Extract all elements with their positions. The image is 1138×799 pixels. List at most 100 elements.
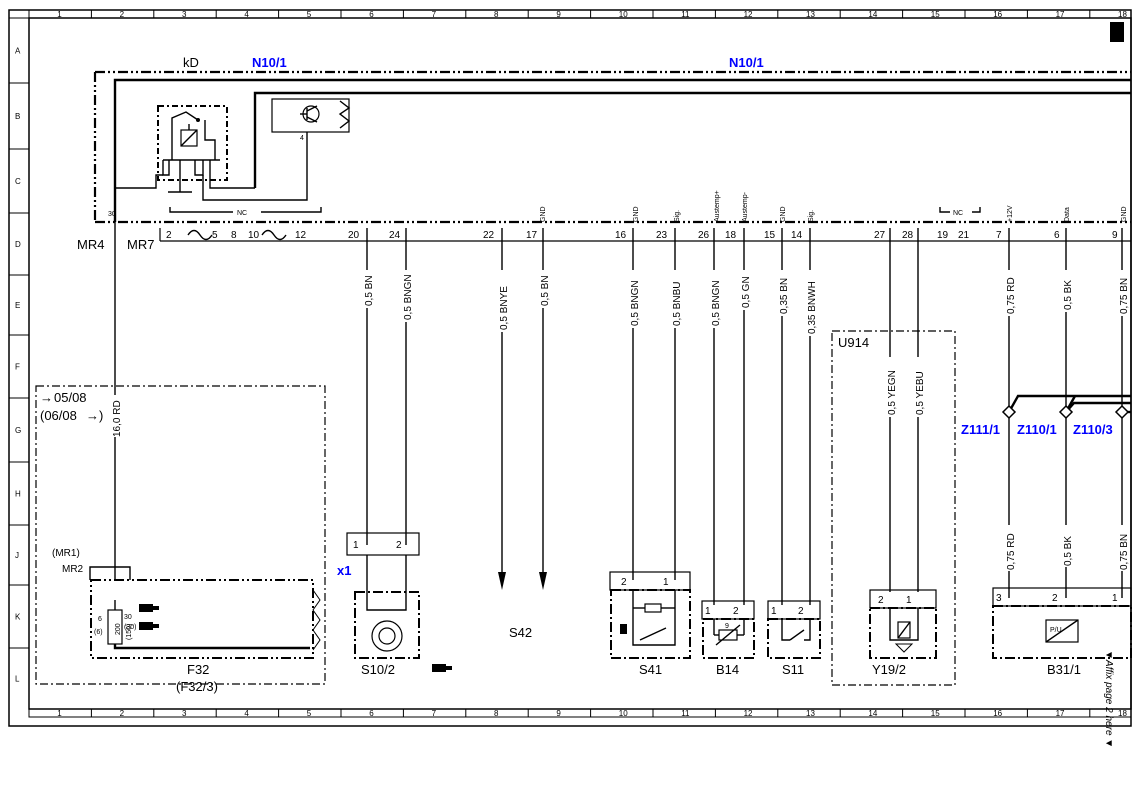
x1-pin-2: 2 bbox=[396, 540, 402, 551]
pin-17: 17 bbox=[526, 230, 538, 241]
wire-labels: 16,0 RD 0,5 BN 0,5 BNGN 0,5 BNYE 0,5 BN … bbox=[109, 270, 1130, 571]
tag-gnd-16: GND bbox=[633, 206, 640, 222]
wire-label-y19-yegn: 0,5 YEGN bbox=[887, 370, 898, 415]
wire-label-s42-bnye: 0,5 BNYE bbox=[499, 286, 510, 330]
s41-pin-1: 1 bbox=[663, 577, 669, 588]
b31-pin-3: 3 bbox=[996, 593, 1002, 604]
column-label-top: 7 bbox=[432, 10, 437, 19]
wire-label-s10-bn: 0,5 BN bbox=[364, 275, 375, 306]
signal-tags: GND GND Sig. Austemp+ Austemp- GND Sig. … bbox=[540, 190, 1128, 222]
column-label-bottom: 14 bbox=[868, 709, 877, 718]
f32-fuse-group: → 05/08 (06/08 →) (MR1) MR2 200 (150) 6 … bbox=[35, 385, 326, 694]
wire-label-16rd: 16,0 RD bbox=[112, 400, 123, 437]
harness-mr7: MR7 bbox=[127, 237, 154, 252]
row-label: G bbox=[15, 426, 21, 435]
y19-2-component: U914 2 1 Y19/2 bbox=[831, 330, 956, 686]
column-label-bottom: 6 bbox=[369, 709, 374, 718]
fuse-pin-6: 6 bbox=[98, 616, 102, 623]
validity-arrow-2: →) bbox=[86, 408, 103, 423]
column-label-bottom: 13 bbox=[806, 709, 815, 718]
row-label: D bbox=[15, 240, 21, 249]
component-s42: S42 bbox=[509, 625, 532, 640]
wire-label-y19-yebu: 0,5 YEBU bbox=[915, 371, 926, 415]
pin-2: 2 bbox=[166, 230, 172, 241]
wire-label-upper-rd: 0,75 RD bbox=[1006, 277, 1017, 314]
wire-label-s11-bnwh: 0,35 BNWH bbox=[807, 281, 818, 334]
column-label-top: 16 bbox=[993, 10, 1002, 19]
pin-10: 10 bbox=[248, 230, 260, 241]
s11-pin-1: 1 bbox=[771, 606, 777, 617]
b14-component: 1 2 9 B14 bbox=[701, 600, 755, 677]
pin-18: 18 bbox=[725, 230, 737, 241]
drawing-frame bbox=[8, 9, 1132, 727]
s41-pin-2: 2 bbox=[621, 577, 627, 588]
column-label-bottom: 11 bbox=[681, 709, 690, 718]
tag-austemp-minus: Austemp- bbox=[742, 191, 749, 222]
row-label: H bbox=[15, 490, 21, 499]
column-label-top: 18 bbox=[1118, 10, 1127, 19]
splice-z110-1: Z110/1 bbox=[1017, 422, 1057, 437]
tag-gnd-9: GND bbox=[1121, 206, 1128, 222]
wire-label-b14-bngn: 0,5 BNGN bbox=[711, 280, 722, 326]
component-b14: B14 bbox=[716, 662, 739, 677]
component-f32: F32 bbox=[187, 662, 209, 677]
pin-20: 20 bbox=[348, 230, 360, 241]
grid-scale: 1122334455667788991010111112121313141415… bbox=[9, 9, 1132, 718]
pin-5: 5 bbox=[212, 230, 218, 241]
hand-icon bbox=[139, 604, 159, 612]
pin-19: 19 bbox=[937, 230, 949, 241]
tag-sig-14: Sig. bbox=[808, 210, 815, 222]
column-label-bottom: 16 bbox=[993, 709, 1002, 718]
fuse-value: 200 bbox=[115, 623, 122, 635]
column-label-top: 10 bbox=[619, 10, 628, 19]
b31-pin-2: 2 bbox=[1052, 593, 1058, 604]
column-label-top: 3 bbox=[182, 10, 187, 19]
splice-z110-3: Z110/3 bbox=[1073, 422, 1113, 437]
harness-mr4: MR4 bbox=[77, 237, 104, 252]
row-label: E bbox=[15, 301, 20, 310]
wire-label-b14-gn: 0,5 GN bbox=[741, 276, 752, 308]
pin-14: 14 bbox=[791, 230, 803, 241]
kd-label: kD bbox=[183, 55, 199, 70]
column-label-top: 14 bbox=[868, 10, 877, 19]
component-s41: S41 bbox=[639, 662, 662, 677]
nc-tag-left: NC bbox=[237, 210, 247, 217]
column-label-bottom: 1 bbox=[57, 709, 62, 718]
b14-pin-1: 1 bbox=[705, 606, 711, 617]
column-label-top: 9 bbox=[556, 10, 561, 19]
row-label: K bbox=[15, 613, 21, 622]
tag-gnd-15: GND bbox=[780, 206, 787, 222]
s41-component: 2 1 S41 bbox=[609, 571, 691, 677]
hand-icon-alt bbox=[139, 622, 159, 630]
wire-label-upper-bk: 0,5 BK bbox=[1063, 280, 1074, 310]
s11-pin-2: 2 bbox=[798, 606, 804, 617]
wire-label-lower-rd: 0,75 RD bbox=[1006, 533, 1017, 570]
pin-12: 12 bbox=[295, 230, 307, 241]
column-label-top: 12 bbox=[744, 10, 753, 19]
wire-label-s41-bngn: 0,5 BNGN bbox=[630, 280, 641, 326]
s10-2-component: 1 2 x1 S10/2 bbox=[337, 532, 452, 677]
wire-label-lower-bk: 0,5 BK bbox=[1063, 536, 1074, 566]
tag-12v: +12V bbox=[1007, 205, 1014, 222]
validity-from-0508: 05/08 bbox=[54, 390, 87, 405]
harness-mr1: (MR1) bbox=[52, 548, 80, 559]
wire-label-s11-bn: 0,35 BN bbox=[779, 278, 790, 314]
validity-arrow-1: → bbox=[40, 390, 53, 405]
component-y19-2: Y19/2 bbox=[872, 662, 906, 677]
column-label-top: 13 bbox=[806, 10, 815, 19]
column-label-bottom: 3 bbox=[182, 709, 187, 718]
column-label-bottom: 9 bbox=[556, 709, 561, 718]
affix-page-note: ▼Affix page 2 here ▼ bbox=[1103, 650, 1114, 748]
pin-numbers: 30 2 5 8 10 12 20 24 22 17 16 23 26 18 1… bbox=[108, 211, 1118, 241]
pin-24: 24 bbox=[389, 230, 401, 241]
column-label-top: 6 bbox=[369, 10, 374, 19]
fuse-pin-6-alt: (6) bbox=[94, 629, 103, 636]
pin-23: 23 bbox=[656, 230, 668, 241]
n10-1-left-label: N10/1 bbox=[252, 55, 287, 70]
component-f32-3: (F32/3) bbox=[176, 679, 218, 694]
column-label-top: 1 bbox=[57, 10, 62, 19]
pin-9: 9 bbox=[1112, 230, 1118, 241]
fuse-value-alt: (150) bbox=[126, 624, 133, 640]
column-label-top: 15 bbox=[931, 10, 940, 19]
switch-position-mark bbox=[620, 624, 627, 634]
